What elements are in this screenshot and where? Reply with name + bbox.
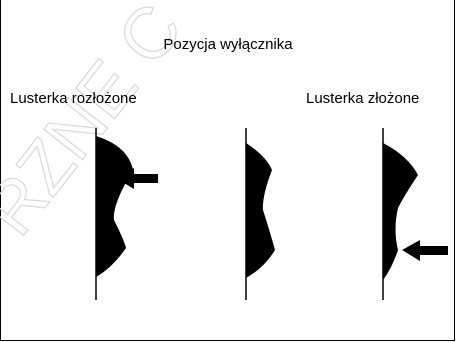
switch-position-unfolded bbox=[95, 128, 158, 300]
switch-position-neutral bbox=[245, 128, 275, 300]
switch-knob-shape bbox=[96, 136, 133, 277]
label-mirrors-unfolded: Lusterka rozłożone bbox=[10, 90, 137, 107]
switch-position-folded bbox=[382, 128, 448, 300]
switch-knob-shape bbox=[246, 143, 275, 278]
switch-knob-shape bbox=[383, 143, 418, 280]
diagram-title: Pozycja wyłącznika bbox=[163, 36, 293, 53]
label-mirrors-folded: Lusterka złożone bbox=[306, 90, 420, 107]
arrow-icon-left bbox=[116, 168, 158, 189]
arrow-icon-left bbox=[402, 240, 448, 261]
